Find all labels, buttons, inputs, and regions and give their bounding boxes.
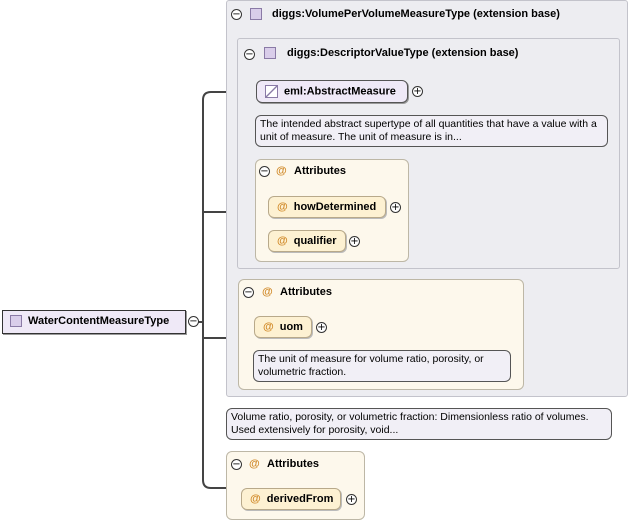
attribute-uom[interactable]: @ uom	[254, 316, 312, 338]
how-determined-expand-toggle[interactable]: +	[390, 202, 401, 213]
attribute-icon: @	[263, 321, 274, 333]
inner-extension-title: diggs:DescriptorValueType (extension bas…	[287, 47, 519, 59]
attribute-icon: @	[262, 286, 273, 298]
attribute-label: qualifier	[293, 235, 337, 247]
inner-collapse-toggle[interactable]: −	[244, 49, 255, 60]
attribute-icon: @	[277, 235, 288, 247]
uom-doc: The unit of measure for volume ratio, po…	[253, 350, 511, 382]
attribute-qualifier[interactable]: @ qualifier	[268, 230, 346, 252]
abstract-measure-element[interactable]: eml:AbstractMeasure	[256, 80, 408, 103]
root-type-label: WaterContentMeasureType	[28, 315, 170, 327]
abstract-measure-expand-toggle[interactable]: +	[412, 86, 423, 97]
attribute-label: howDetermined	[293, 201, 377, 213]
attribute-icon: @	[277, 201, 288, 213]
mid-attributes-title: Attributes	[280, 286, 332, 298]
attribute-how-determined[interactable]: @ howDetermined	[268, 196, 386, 218]
outer-extension-doc: Volume ratio, porosity, or volumetric fr…	[226, 408, 612, 440]
attribute-icon: @	[276, 165, 287, 177]
bottom-attributes-title: Attributes	[267, 458, 319, 470]
complex-type-icon	[264, 47, 276, 59]
abstract-element-icon	[265, 85, 278, 98]
derived-from-expand-toggle[interactable]: +	[346, 494, 357, 505]
inner-attributes-collapse-toggle[interactable]: −	[259, 166, 270, 177]
root-type-box[interactable]: WaterContentMeasureType	[2, 310, 186, 334]
uom-expand-toggle[interactable]: +	[316, 322, 327, 333]
outer-collapse-toggle[interactable]: −	[231, 9, 242, 20]
complex-type-icon	[10, 315, 22, 328]
root-collapse-toggle[interactable]: −	[188, 316, 199, 327]
attribute-icon: @	[249, 458, 260, 470]
outer-extension-title: diggs:VolumePerVolumeMeasureType (extens…	[272, 8, 560, 20]
mid-attributes-collapse-toggle[interactable]: −	[243, 287, 254, 298]
attribute-icon: @	[250, 493, 261, 505]
abstract-measure-label: eml:AbstractMeasure	[284, 85, 396, 98]
attribute-label: uom	[279, 321, 303, 333]
bottom-attributes-collapse-toggle[interactable]: −	[231, 459, 242, 470]
qualifier-expand-toggle[interactable]: +	[349, 236, 360, 247]
attribute-label: derivedFrom	[266, 493, 334, 505]
attribute-derived-from[interactable]: @ derivedFrom	[241, 488, 341, 510]
complex-type-icon	[250, 8, 262, 20]
abstract-measure-doc: The intended abstract supertype of all q…	[255, 115, 608, 147]
inner-attributes-title: Attributes	[294, 165, 346, 177]
